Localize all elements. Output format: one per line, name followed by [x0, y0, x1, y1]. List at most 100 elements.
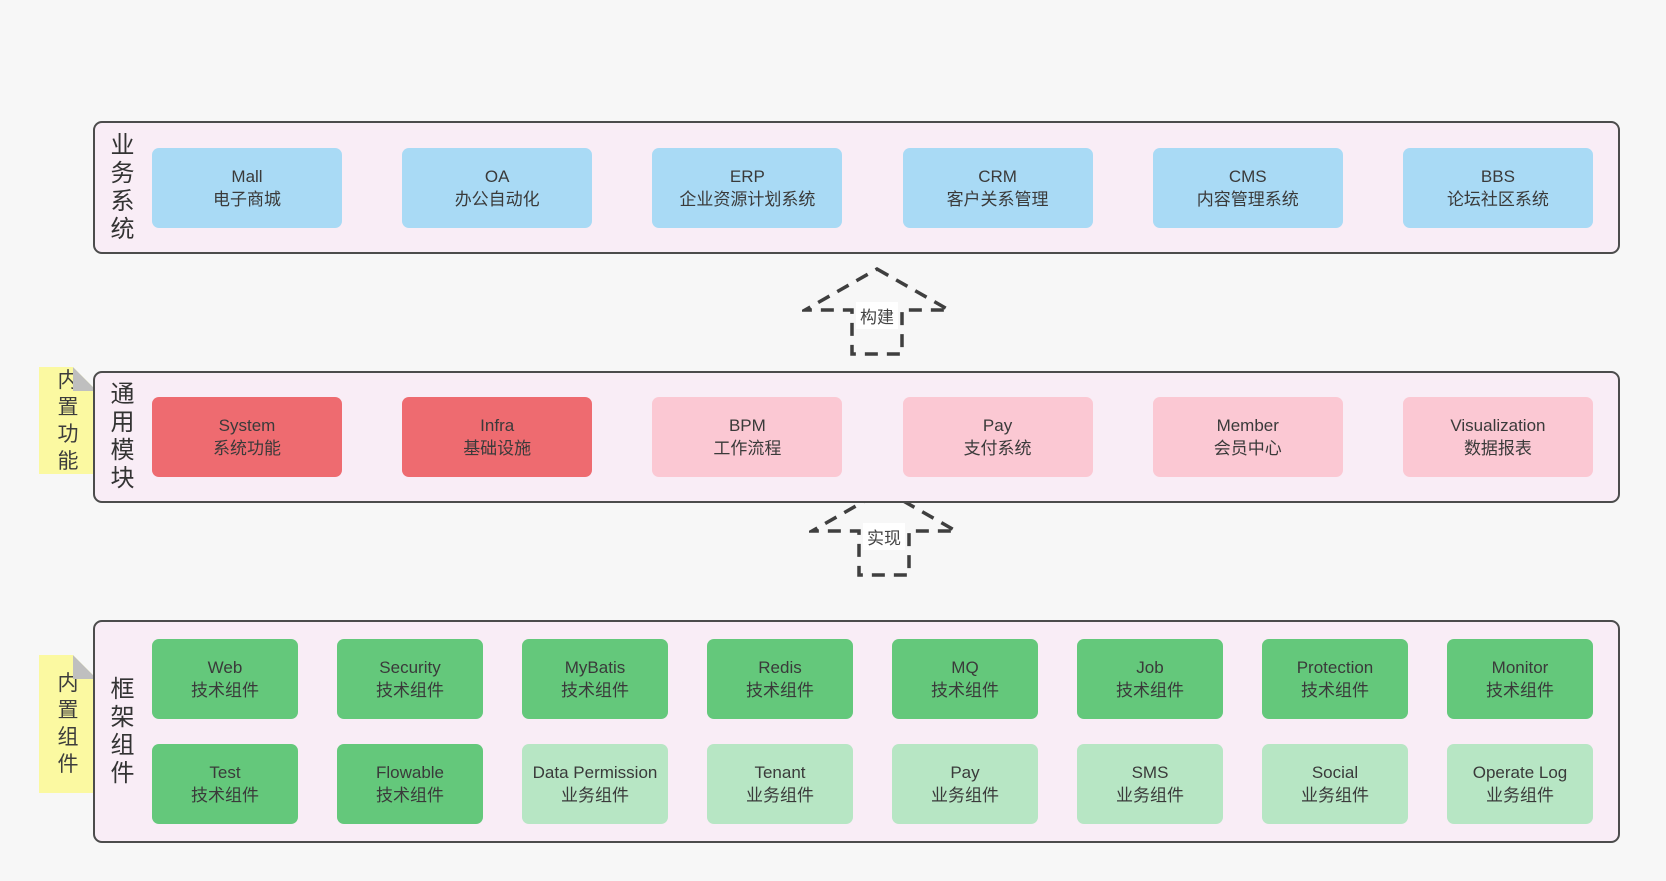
- box-title: CRM: [978, 166, 1017, 186]
- box-subtitle: 工作流程: [713, 439, 782, 458]
- box-title: Flowable: [375, 763, 445, 782]
- box-grid: Mall 电子商城 OA 办公自动化 ERP 企业资源计划系统 CRM 客户关系管理 CMS 内容…: [152, 123, 1618, 252]
- arrow-label: 实现: [863, 523, 905, 550]
- box-title: OA: [484, 166, 510, 186]
- box-job: Job 技术组件: [1077, 639, 1223, 719]
- box-title: Social: [1311, 763, 1359, 782]
- box-mall: Mall 电子商城: [152, 147, 342, 228]
- box-redis: Redis 技术组件: [707, 639, 853, 719]
- box-cms: CMS 内容管理系统: [1152, 147, 1343, 228]
- arrow-up-implement: 实现: [809, 487, 959, 579]
- box-subtitle: 技术组件: [561, 681, 629, 700]
- box-title: Mall: [231, 166, 263, 186]
- box-title: Test: [209, 763, 241, 782]
- box-pay: Pay 支付系统: [902, 397, 1093, 477]
- box-crm: CRM 客户关系管理: [902, 147, 1093, 228]
- box-subtitle: 内容管理系统: [1196, 189, 1299, 209]
- box-subtitle: 技术组件: [1486, 681, 1554, 700]
- box-pay: Pay 业务组件: [892, 744, 1038, 824]
- box-title: BPM: [728, 416, 766, 435]
- box-subtitle: 会员中心: [1213, 439, 1282, 458]
- box-monitor: Monitor 技术组件: [1447, 639, 1593, 719]
- box-subtitle: 技术组件: [1116, 681, 1184, 700]
- box-subtitle: 业务组件: [1116, 786, 1184, 805]
- box-infra: Infra 基础设施: [402, 397, 593, 477]
- box-title: Visualization: [1450, 416, 1546, 435]
- box-title: Pay: [950, 763, 980, 782]
- sticky-note-text: 内置组件: [57, 672, 79, 776]
- box-title: Tenant: [754, 763, 806, 782]
- box-title: Infra: [480, 416, 515, 435]
- box-subtitle: 论坛社区系统: [1446, 189, 1549, 209]
- box-mybatis: MyBatis 技术组件: [522, 639, 668, 719]
- box-title: Protection: [1296, 658, 1374, 677]
- sticky-note-built-in-features: 内置功能: [39, 367, 97, 474]
- box-subtitle: 技术组件: [376, 786, 444, 805]
- box-subtitle: 技术组件: [191, 681, 259, 700]
- box-title: Job: [1136, 658, 1164, 677]
- box-subtitle: 支付系统: [963, 439, 1032, 458]
- layer-business-systems: 业务系统 Mall 电子商城 OA 办公自动化 ERP 企业资源计划系统 CRM 客户关系管理…: [93, 121, 1620, 254]
- box-title: Operate Log: [1472, 763, 1568, 782]
- box-subtitle: 业务组件: [1301, 786, 1369, 805]
- box-social: Social 业务组件: [1262, 744, 1408, 824]
- box-visualization: Visualization 数据报表: [1402, 397, 1593, 477]
- box-protection: Protection 技术组件: [1262, 639, 1408, 719]
- box-data-permission: Data Permission 业务组件: [522, 744, 668, 824]
- dashed-up-arrow-icon: [802, 266, 952, 356]
- box-subtitle: 业务组件: [931, 786, 999, 805]
- box-subtitle: 业务组件: [1486, 786, 1554, 805]
- arrow-up-build: 构建: [802, 266, 952, 358]
- layer-label: 框架组件: [110, 675, 135, 787]
- box-subtitle: 客户关系管理: [946, 189, 1049, 209]
- box-subtitle: 业务组件: [746, 786, 814, 805]
- layer-label: 业务系统: [110, 131, 135, 243]
- arrow-label: 构建: [856, 302, 898, 329]
- box-sms: SMS 业务组件: [1077, 744, 1223, 824]
- box-tenant: Tenant 业务组件: [707, 744, 853, 824]
- box-oa: OA 办公自动化: [402, 147, 593, 228]
- box-subtitle: 业务组件: [561, 786, 629, 805]
- box-title: Pay: [982, 416, 1013, 435]
- box-subtitle: 电子商城: [213, 189, 281, 209]
- box-bbs: BBS 论坛社区系统: [1402, 147, 1593, 228]
- dashed-up-arrow-icon: [809, 487, 959, 577]
- box-title: Redis: [758, 658, 802, 677]
- box-title: MQ: [951, 658, 979, 677]
- box-subtitle: 技术组件: [746, 681, 814, 700]
- box-title: System: [218, 416, 276, 435]
- box-title: SMS: [1131, 763, 1169, 782]
- box-subtitle: 技术组件: [1301, 681, 1369, 700]
- box-subtitle: 数据报表: [1463, 439, 1532, 458]
- box-title: CMS: [1228, 166, 1267, 186]
- box-subtitle: 基础设施: [463, 439, 532, 458]
- box-subtitle: 企业资源计划系统: [679, 189, 816, 209]
- box-title: MyBatis: [564, 658, 626, 677]
- box-test: Test 技术组件: [152, 744, 298, 824]
- box-title: Data Permission: [532, 763, 658, 782]
- box-erp: ERP 企业资源计划系统: [652, 147, 843, 228]
- box-title: ERP: [729, 166, 765, 186]
- box-subtitle: 技术组件: [191, 786, 259, 805]
- layer-label: 通用模块: [110, 381, 135, 492]
- box-subtitle: 办公自动化: [454, 189, 540, 209]
- box-operate-log: Operate Log 业务组件: [1447, 744, 1593, 824]
- box-subtitle: 技术组件: [376, 681, 444, 700]
- box-title: Monitor: [1491, 658, 1549, 677]
- sticky-note-built-in-components: 内置组件: [39, 655, 97, 793]
- box-row: Mall 电子商城 OA 办公自动化 ERP 企业资源计划系统 CRM 客户关系管理 CMS 内容…: [152, 147, 1593, 228]
- box-bpm: BPM 工作流程: [652, 397, 843, 477]
- box-title: BBS: [1480, 166, 1515, 186]
